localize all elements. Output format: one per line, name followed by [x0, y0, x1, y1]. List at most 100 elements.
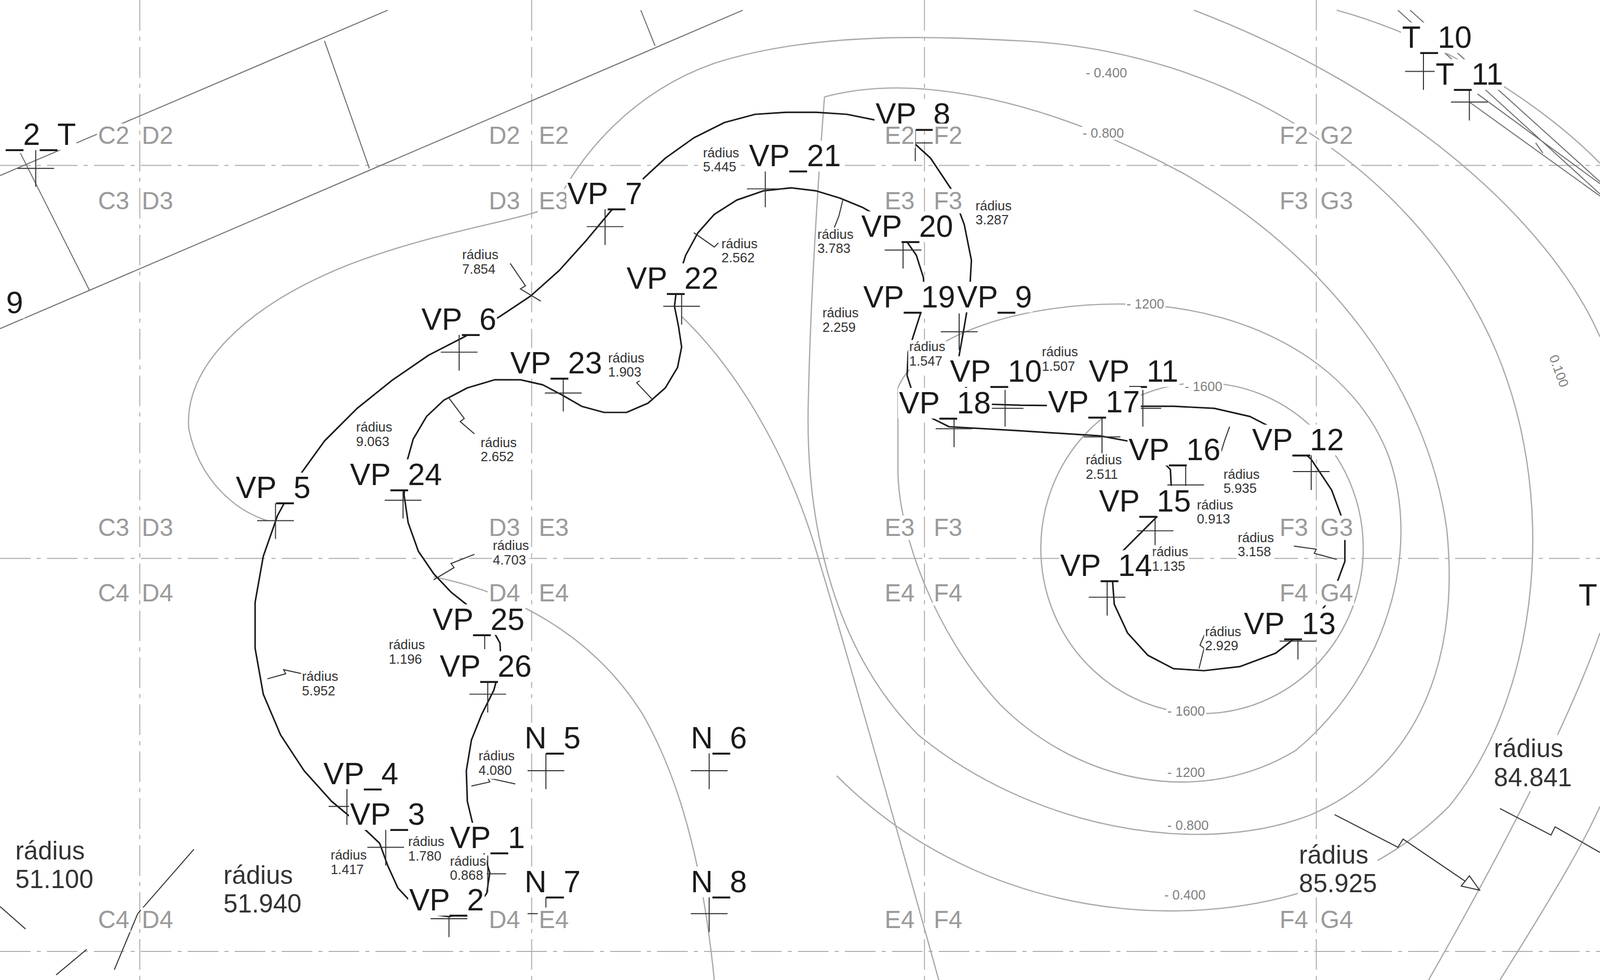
grid-label: F2	[932, 123, 964, 149]
grid-label: C3	[97, 189, 131, 214]
radius-label: rádius 5.445	[702, 145, 741, 176]
grid-label: D4	[487, 907, 521, 932]
site-lines	[0, 10, 1600, 329]
grid-label: E2	[883, 123, 917, 149]
contour-label: 0.100	[1546, 352, 1571, 391]
grid-label: F3	[1278, 189, 1310, 214]
grid-label: E3	[538, 189, 571, 214]
contour-label: - 0.800	[1081, 126, 1125, 141]
point-label: VP_22	[625, 263, 720, 294]
grid-label: C4	[97, 580, 131, 605]
radius-label: rádius 3.158	[1236, 530, 1275, 560]
contour-label: - 1600	[1166, 704, 1206, 718]
grid-label: E4	[883, 907, 917, 932]
contour-lines	[188, 10, 1600, 980]
grid-label: F3	[1278, 515, 1310, 541]
point-label: VP_11	[1087, 356, 1180, 387]
point-label: VP_16	[1127, 434, 1222, 466]
radius-label: rádius 4.080	[477, 749, 517, 779]
point-label: T	[1577, 579, 1599, 611]
radius-label: rádius 1.903	[607, 351, 646, 381]
point-label: 9	[5, 287, 25, 319]
grid-label: C4	[97, 907, 131, 932]
survey-points	[17, 52, 1488, 937]
radius-label: rádius 1.135	[1150, 545, 1190, 575]
contour-label: - 1200	[1166, 765, 1206, 779]
radius-label: rádius 0.868	[449, 854, 488, 884]
point-label: N_6	[689, 722, 748, 754]
grid-label: G4	[1319, 907, 1355, 932]
point-label: N_7	[523, 866, 582, 898]
point-label: VP_9	[956, 281, 1033, 313]
radius-label: rádius 7.854	[461, 248, 500, 278]
grid-label: D2	[487, 123, 521, 149]
point-label: VP_25	[431, 604, 526, 636]
point-label: VP_13	[1242, 608, 1337, 639]
point-label: VP_21	[747, 140, 842, 172]
grid-label: G2	[1319, 123, 1355, 149]
arrow-head	[1461, 875, 1480, 891]
grid-label: D4	[140, 907, 174, 932]
radius-label: rádius 51.100	[14, 837, 95, 894]
radius-label: rádius 1.547	[908, 340, 947, 370]
radius-label: rádius 2.259	[821, 306, 860, 336]
radius-label: rádius 2.652	[479, 435, 519, 465]
point-label: T_11	[1434, 59, 1505, 90]
point-label: _2_T	[5, 119, 77, 151]
radius-label: rádius 0.913	[1195, 498, 1235, 528]
grid-label: E4	[538, 580, 571, 605]
radius-label: rádius 3.287	[974, 198, 1013, 228]
grid-label: G4	[1319, 580, 1355, 605]
radius-label: rádius 4.703	[491, 539, 531, 569]
contour-label: - 0.400	[1163, 888, 1207, 902]
point-label: VP_7	[566, 178, 644, 210]
point-label: VP_5	[234, 472, 312, 504]
radius-label: rádius 2.562	[720, 236, 759, 266]
radius-label: rádius 5.952	[301, 669, 340, 699]
radius-label: rádius 2.511	[1084, 453, 1124, 483]
grid-label: F3	[932, 189, 964, 214]
grid-label: C3	[97, 515, 131, 541]
point-label: VP_4	[322, 758, 400, 789]
contour-label: - 0.800	[1166, 818, 1210, 832]
radius-label: rádius 84.841	[1493, 734, 1573, 791]
point-label: N_5	[523, 722, 582, 754]
radius-leaders	[0, 199, 1600, 975]
grid-label: D3	[487, 515, 521, 541]
point-label: VP_1	[449, 822, 527, 854]
grid-label: E4	[883, 580, 917, 605]
grid-label: G3	[1319, 515, 1355, 541]
grid-label: D2	[140, 123, 174, 149]
point-label: VP_23	[508, 347, 603, 379]
pool-outline	[254, 112, 1346, 917]
grid-label: F4	[1278, 907, 1310, 932]
point-label: VP_19	[862, 281, 957, 313]
contour-label: - 1200	[1125, 297, 1165, 311]
point-label: VP_15	[1097, 486, 1192, 517]
point-label: VP_6	[420, 304, 498, 335]
radius-label: rádius 51.940	[222, 861, 303, 918]
contour-label: - 1600	[1183, 379, 1223, 394]
grid-label: G3	[1319, 189, 1355, 214]
point-label: VP_26	[438, 651, 533, 682]
radius-label: rádius 3.783	[816, 227, 855, 257]
grid-label: E4	[538, 907, 571, 932]
point-label: T_10	[1401, 22, 1473, 53]
grid-label: D3	[140, 515, 174, 541]
grid-label: F2	[1278, 123, 1310, 149]
point-label: VP_10	[948, 356, 1043, 387]
radius-label: rádius 5.935	[1222, 467, 1261, 497]
contour-label: - 0.400	[1084, 66, 1128, 80]
grid-label: E3	[883, 515, 917, 541]
point-label: VP_17	[1046, 386, 1141, 418]
radius-label: rádius 1.417	[329, 848, 369, 878]
grid-label: D3	[487, 189, 521, 214]
radius-label: rádius 1.780	[407, 835, 446, 865]
point-label: VP_3	[348, 799, 426, 830]
grid-label: D4	[487, 580, 521, 605]
grid-label: D4	[140, 580, 174, 605]
radius-label: rádius 1.507	[1040, 344, 1080, 374]
radius-label: rádius 9.063	[355, 420, 394, 450]
radius-label: rádius 85.925	[1297, 841, 1378, 898]
